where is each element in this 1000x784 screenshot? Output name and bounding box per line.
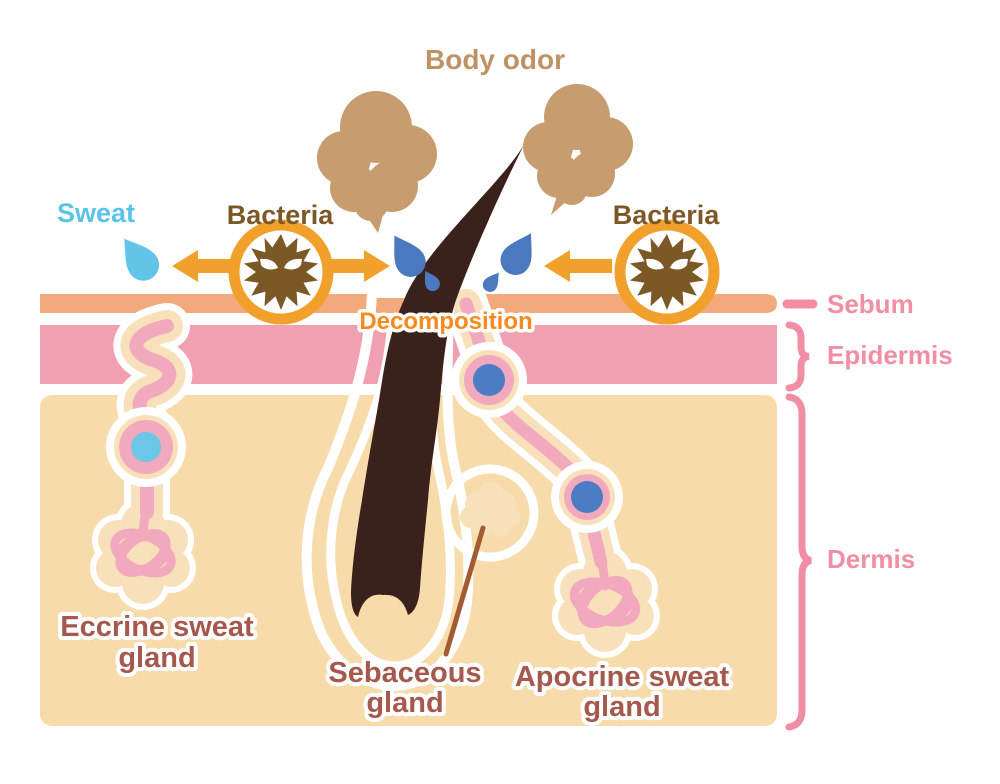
odor-cloud-right-icon bbox=[523, 84, 633, 215]
sebaceous-gland-label: Sebaceous gland bbox=[324, 653, 485, 723]
sebaceous-pointer-line bbox=[443, 525, 486, 657]
dermis-brace bbox=[785, 393, 812, 731]
decomposition-label: Decomposition bbox=[359, 308, 532, 335]
sebaceous-gland bbox=[441, 464, 539, 562]
bacteria-label-left: Bacteria bbox=[227, 200, 335, 230]
hair-shaft bbox=[351, 141, 526, 617]
eccrine-coil-icon bbox=[110, 504, 176, 578]
arrow-right-icon bbox=[322, 250, 390, 282]
svg-text:Sebaceous: Sebaceous bbox=[328, 657, 481, 689]
svg-text:Apocrine sweat: Apocrine sweat bbox=[515, 661, 730, 693]
bacteria-icon-left bbox=[234, 225, 328, 319]
odor-cloud-left-icon bbox=[317, 91, 437, 233]
arrow-right-bacteria-icon bbox=[544, 250, 612, 282]
sebum-label: Sebum bbox=[827, 289, 914, 319]
body-odor-label: Body odor bbox=[425, 44, 565, 75]
svg-text:Eccrine sweat: Eccrine sweat bbox=[60, 611, 254, 643]
eccrine-sweat-node bbox=[131, 432, 161, 462]
apocrine-coil-icon bbox=[569, 552, 641, 629]
sweat-label: Sweat bbox=[57, 198, 135, 228]
svg-text:gland: gland bbox=[366, 687, 443, 719]
arrow-left-icon bbox=[172, 250, 240, 282]
apocrine-gland-label: Apocrine sweat gland bbox=[511, 657, 734, 727]
apocrine-sweat-gland bbox=[444, 282, 660, 658]
droplet-dark-right-small-icon bbox=[479, 268, 505, 295]
droplet-dark-right-icon bbox=[495, 225, 544, 281]
apocrine-secretion-node-lower bbox=[571, 481, 603, 513]
epidermis-brace bbox=[785, 321, 810, 392]
sebum-blob bbox=[460, 481, 520, 537]
eccrine-gland-label: Eccrine sweat gland bbox=[56, 607, 258, 678]
eccrine-sweat-gland bbox=[90, 303, 196, 610]
hair-follicle bbox=[301, 288, 474, 692]
svg-text:gland: gland bbox=[583, 691, 660, 723]
dermis-label: Dermis bbox=[827, 544, 915, 574]
bacteria-icon-right bbox=[620, 225, 714, 319]
svg-text:gland: gland bbox=[118, 642, 195, 674]
apocrine-secretion-node-upper bbox=[473, 364, 505, 396]
epidermis-label: Epidermis bbox=[827, 340, 953, 370]
sweat-droplet-icon bbox=[111, 229, 166, 287]
bacteria-label-right: Bacteria bbox=[613, 200, 721, 230]
